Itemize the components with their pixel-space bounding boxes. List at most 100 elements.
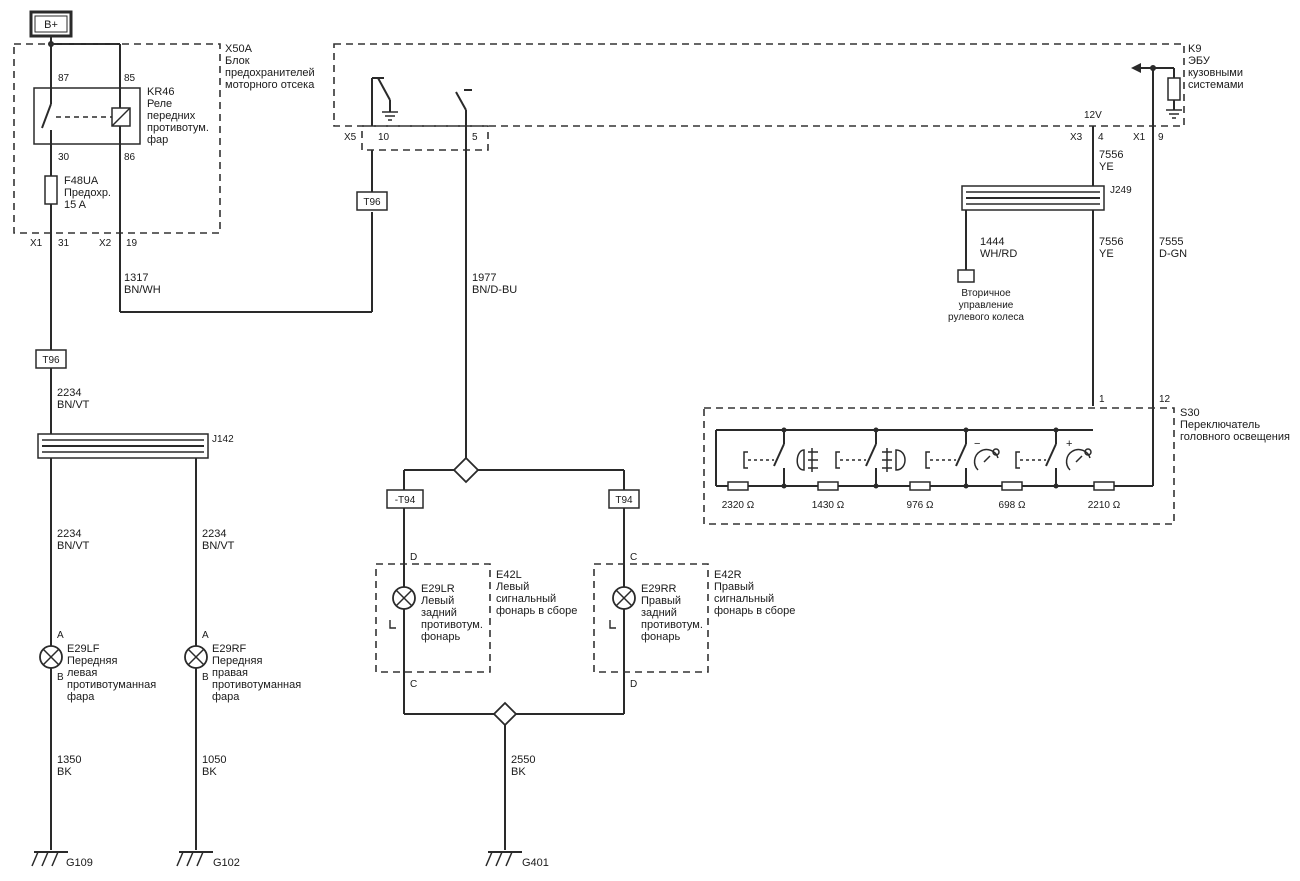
k9-id: K9: [1188, 43, 1201, 55]
wire-2234-top-color: BN/VT: [57, 399, 90, 411]
kr46-desc-4: фар: [147, 134, 168, 146]
e42r-pin-top: C: [630, 552, 637, 563]
wire-1317-color: BN/WH: [124, 284, 161, 296]
kr46-pin-86: 86: [124, 152, 136, 163]
k9-desc-2: кузовными: [1188, 67, 1243, 79]
wire-2234-top-num: 2234: [57, 387, 81, 399]
k9-x1: X1: [1133, 132, 1146, 143]
dimmer-plus: +: [1066, 438, 1072, 450]
wire-2550-num: 2550: [511, 754, 535, 766]
k9-bcm-box: [333, 43, 1185, 127]
secondary-steering-1: Вторичное: [961, 288, 1011, 299]
e29rr-desc-1: Правый: [641, 595, 681, 607]
e29lf-pin-b: B: [57, 672, 64, 683]
wire-2550-color: BK: [511, 766, 526, 778]
ground-g401-icon: [485, 851, 522, 867]
e29lf-id: E29LF: [67, 643, 100, 655]
e29rf-desc-3: противотуманная: [212, 679, 301, 691]
e29lf-desc-2: левая: [67, 667, 97, 679]
k9-x5: X5: [344, 132, 357, 143]
resistor-5-value: 2210 Ω: [1088, 500, 1121, 511]
wire-1050-color: BK: [202, 766, 217, 778]
wire-7556-bottom-color: YE: [1099, 248, 1114, 260]
e29lf-pin-a: A: [57, 630, 64, 641]
k9-output-switch: [455, 89, 472, 126]
k9-desc-1: ЭБУ: [1188, 55, 1211, 67]
wire-7556-bottom-num: 7556: [1099, 236, 1123, 248]
wire-1317-num: 1317: [124, 272, 148, 284]
e29lf-desc-3: противотуманная: [67, 679, 156, 691]
secondary-steering-2: управление: [959, 300, 1014, 311]
e29rr-desc-2: задний: [641, 607, 677, 619]
rear-fog-lamp-icon: [882, 448, 906, 472]
e42l-left-tail-lamp-box: [375, 563, 491, 673]
f48ua-desc-2: 15 A: [64, 199, 87, 211]
e42r-pin-bottom: D: [630, 679, 637, 690]
e29lf-desc-4: фара: [67, 691, 95, 703]
tag-t96-top-label: T96: [363, 197, 381, 208]
x50a-desc-1: Блок: [225, 55, 250, 67]
k9-desc-3: системами: [1188, 79, 1244, 91]
tag-t96-left: [35, 349, 67, 369]
s30-internal-ladder: [715, 427, 1153, 489]
dimmer-up-icon: [1065, 448, 1092, 471]
wire-2234-left-num: 2234: [57, 528, 81, 540]
wire-7555-num: 7555: [1159, 236, 1183, 248]
f48ua-desc-1: Предохр.: [64, 187, 111, 199]
splice-top-diamond: [452, 456, 480, 484]
ground-g102-label: G102: [213, 857, 240, 869]
s30-pin12: 12: [1159, 394, 1171, 405]
f48ua-id: F48UA: [64, 175, 99, 187]
e29rf-id: E29RF: [212, 643, 247, 655]
junction-j249: [961, 185, 1105, 211]
kr46-desc-1: Реле: [147, 98, 172, 110]
e29rr-desc-4: фонарь: [641, 631, 680, 643]
junction-j142: [37, 433, 209, 459]
e29rf-desc-1: Передняя: [212, 655, 262, 667]
e42r-id: E42R: [714, 569, 742, 581]
wire-1350-num: 1350: [57, 754, 81, 766]
k9-voltage: 12V: [1084, 110, 1102, 121]
wire-2234-left-color: BN/VT: [57, 540, 90, 552]
kr46-pin-87: 87: [58, 73, 70, 84]
kr46-desc-3: противотум.: [147, 122, 209, 134]
battery-label: B+: [44, 19, 58, 31]
x50a-desc-2: предохранителей: [225, 67, 315, 79]
e29lr-desc-2: задний: [421, 607, 457, 619]
front-left-fog-lamp-bulb: [39, 645, 63, 669]
k9-x3-pin: 4: [1098, 132, 1104, 143]
e29lr-desc-4: фонарь: [421, 631, 460, 643]
e29rr-desc-3: противотум.: [641, 619, 703, 631]
wire-1350-color: BK: [57, 766, 72, 778]
wire-1444-color: WH/RD: [980, 248, 1017, 260]
front-fog-lamp-icon: [796, 448, 818, 472]
k9-x3: X3: [1070, 132, 1083, 143]
k9-x5-pin10: 10: [378, 132, 390, 143]
x50a-desc-3: моторного отсека: [225, 79, 315, 91]
x50a-x1-pin: 31: [58, 238, 70, 249]
e42r-desc-1: Правый: [714, 581, 754, 593]
secondary-steering-connector: [957, 269, 975, 283]
kr46-desc-2: передних: [147, 110, 196, 122]
kr46-pin-30: 30: [58, 152, 70, 163]
e42r-right-tail-lamp-box: [593, 563, 709, 673]
s30-headlamp-switch-box: [703, 407, 1175, 525]
wire-1444-num: 1444: [980, 236, 1004, 248]
s30-pin1: 1: [1099, 394, 1105, 405]
x50a-x1: X1: [30, 238, 43, 249]
s30-desc-2: головного освещения: [1180, 431, 1290, 443]
wire-7556-top-color: YE: [1099, 161, 1114, 173]
resistor-4-value: 698 Ω: [999, 500, 1026, 511]
s30-id: S30: [1180, 407, 1200, 419]
rear-right-fog-lamp-bulb: [609, 586, 636, 629]
ground-g109-icon: [31, 851, 68, 867]
s30-desc-1: Переключатель: [1180, 419, 1260, 431]
ground-g109-label: G109: [66, 857, 93, 869]
k9-pullup-resistor: [1131, 63, 1182, 126]
front-right-fog-lamp-bulb: [184, 645, 208, 669]
e42r-desc-3: фонарь в сборе: [714, 605, 795, 617]
e29rf-pin-b: B: [202, 672, 209, 683]
resistor-1-value: 2320 Ω: [722, 500, 755, 511]
x50a-x2-pin: 19: [126, 238, 138, 249]
wire-1977-num: 1977: [472, 272, 496, 284]
